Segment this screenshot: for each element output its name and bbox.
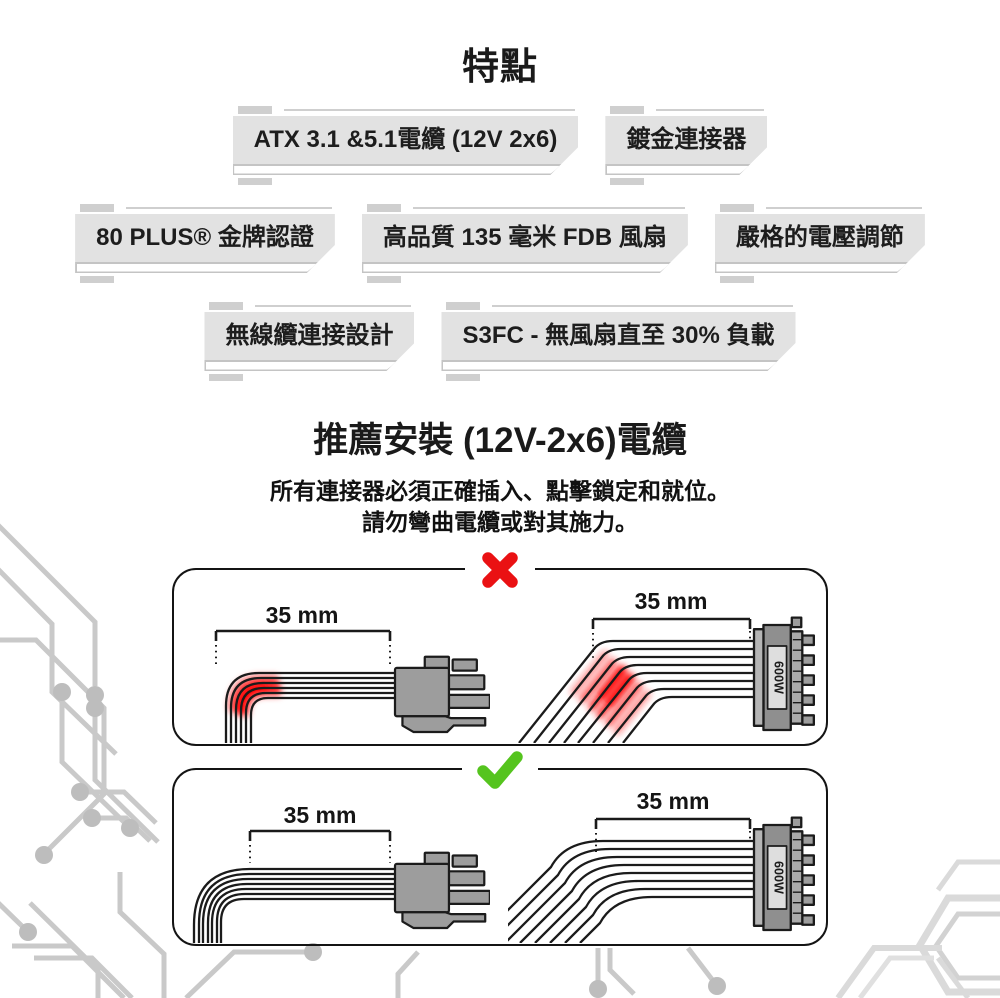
badge-label: ATX 3.1 &5.1電纜 (12V 2x6): [233, 116, 579, 164]
badge-bottom-tick: [719, 276, 754, 283]
measure-label: 35 mm: [266, 602, 339, 628]
incorrect-installation-box: 35 mm: [172, 548, 828, 746]
badge-label: S3FC - 無風扇直至 30% 負載: [441, 312, 795, 360]
cables: [508, 839, 760, 943]
x-icon: [482, 552, 518, 588]
feature-badge-voltage-regulation: 嚴格的電壓調節: [715, 202, 925, 285]
correct-status-chip: [462, 748, 538, 792]
measure-label: 35 mm: [284, 802, 357, 828]
feature-badge-gold-connectors: 鍍金連接器: [605, 104, 767, 187]
badge-label: 高品質 135 毫米 FDB 風扇: [362, 214, 688, 262]
badge-top-line: [492, 304, 793, 308]
badge-row-3: 無線纜連接設計 S3FC - 無風扇直至 30% 負載: [0, 300, 1000, 383]
badge-foot: [362, 262, 688, 273]
cables: [192, 867, 405, 943]
install-section-title: 推薦安裝 (12V-2x6)電纜: [313, 421, 687, 460]
badge-bottom-tick: [446, 374, 481, 381]
12v-2x6-connector: [752, 616, 816, 732]
badge-top-line: [126, 206, 332, 210]
badge-bottom-tick: [209, 374, 244, 381]
circuit-via-dots: [19, 683, 726, 998]
check-icon: [477, 751, 523, 789]
correct-bend-12v2x6-diagram: 35 mm: [508, 788, 816, 943]
badge-bottom-tick: [237, 178, 272, 185]
badge-foot: [204, 360, 414, 371]
badge-label: 鍍金連接器: [605, 116, 767, 164]
measure-bracket: [591, 617, 752, 659]
badge-top-tick: [446, 302, 481, 310]
incorrect-bend-12v2x6-diagram: 35 mm: [518, 588, 816, 743]
badge-top-tick: [237, 106, 272, 114]
badge-label: 嚴格的電壓調節: [715, 214, 925, 262]
feature-badge-80plus-gold: 80 PLUS® 金牌認證: [75, 202, 335, 285]
feature-badge-fdb-fan: 高品質 135 毫米 FDB 風扇: [362, 202, 688, 285]
badge-top-tick: [610, 106, 645, 114]
badge-top-line: [412, 206, 685, 210]
cables: [224, 671, 405, 743]
pcie-8pin-connector: [393, 655, 490, 734]
badge-foot: [441, 360, 795, 371]
install-description-line-1: 所有連接器必須正確插入、點擊鎖定和就位。: [270, 478, 730, 504]
badge-top-tick: [366, 204, 401, 212]
measure-bracket: [248, 829, 392, 863]
install-description: 所有連接器必須正確插入、點擊鎖定和就位。 請勿彎曲電纜或對其施力。: [0, 476, 1000, 538]
badge-foot: [715, 262, 925, 273]
measure-bracket: [214, 629, 392, 665]
measure-bracket: [594, 817, 752, 855]
badge-top-line: [255, 304, 412, 308]
badge-bottom-tick: [80, 276, 115, 283]
correct-bend-8pin-diagram: 35 mm: [192, 802, 490, 943]
incorrect-status-chip: [465, 548, 535, 592]
badge-row-1: ATX 3.1 &5.1電纜 (12V 2x6) 鍍金連接器: [0, 104, 1000, 187]
badge-bottom-tick: [610, 178, 645, 185]
measure-label: 35 mm: [637, 788, 710, 814]
install-description-line-2: 請勿彎曲電纜或對其施力。: [362, 509, 638, 535]
feature-badges: ATX 3.1 &5.1電纜 (12V 2x6) 鍍金連接器 80 PLUS® …: [0, 104, 1000, 398]
feature-badge-cable-free-design: 無線纜連接設計: [204, 300, 414, 383]
feature-badge-atx-cable: ATX 3.1 &5.1電纜 (12V 2x6): [233, 104, 579, 187]
feature-badge-s3fc-fanless: S3FC - 無風扇直至 30% 負載: [441, 300, 795, 383]
badge-foot: [75, 262, 335, 273]
hexagon-traces: [835, 859, 1000, 998]
badge-foot: [605, 164, 767, 175]
badge-label: 80 PLUS® 金牌認證: [75, 214, 335, 262]
correct-installation-box: 35 mm 35 mm: [172, 748, 828, 946]
badge-top-line: [656, 108, 765, 112]
badge-top-tick: [719, 204, 754, 212]
badge-bottom-tick: [366, 276, 401, 283]
features-title: 特點: [462, 46, 538, 87]
badge-top-line: [283, 108, 576, 112]
badge-label: 無線纜連接設計: [204, 312, 414, 360]
pcie-8pin-connector: [393, 851, 490, 930]
cables: [518, 639, 760, 743]
measure-label: 35 mm: [635, 588, 708, 614]
incorrect-bend-8pin-diagram: 35 mm: [214, 602, 490, 743]
badge-top-tick: [209, 302, 244, 310]
badge-top-tick: [80, 204, 115, 212]
12v-2x6-connector: [752, 816, 816, 932]
badge-top-line: [765, 206, 922, 210]
badge-row-2: 80 PLUS® 金牌認證 高品質 135 毫米 FDB 風扇 嚴格的電壓調節: [0, 202, 1000, 285]
badge-foot: [233, 164, 579, 175]
